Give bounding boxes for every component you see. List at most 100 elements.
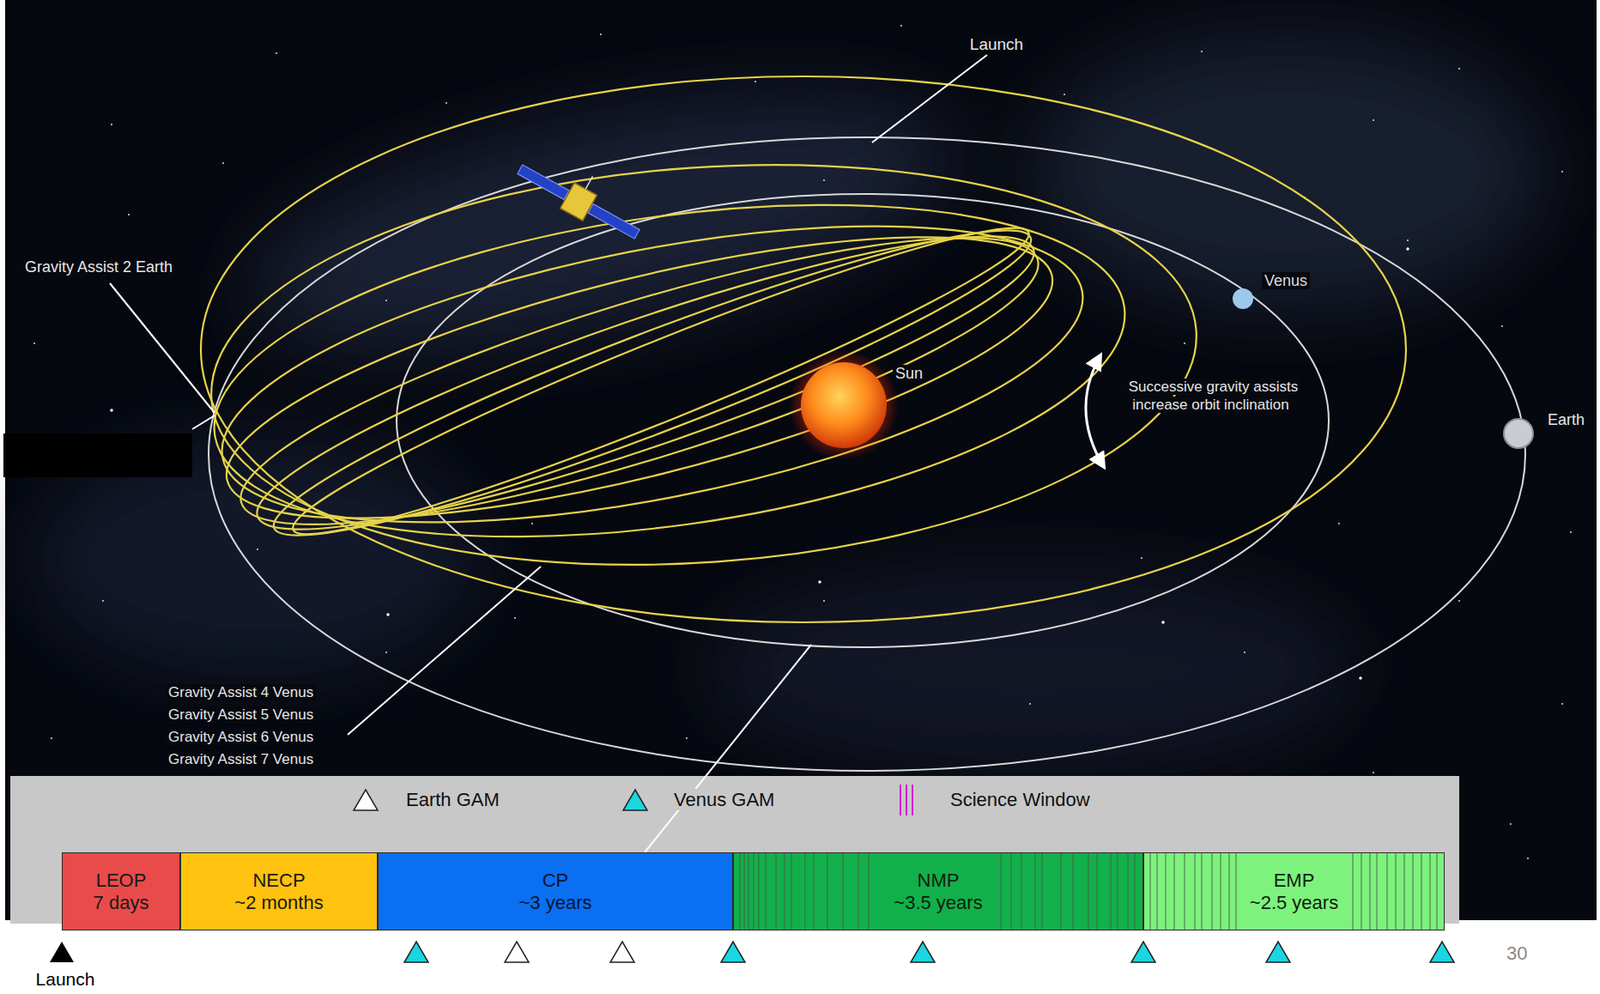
legend-text: Earth GAM — [403, 788, 503, 811]
venus-gam-marker — [404, 941, 429, 963]
spacecraft — [513, 143, 652, 247]
nebula-cloud — [1030, 34, 1546, 310]
phase-duration: ~2 months — [234, 891, 323, 915]
label-holder: Launch — [967, 34, 1026, 55]
sun — [800, 362, 887, 449]
leader-line — [109, 283, 215, 413]
leader-line — [192, 415, 215, 430]
band-fill — [61, 852, 181, 931]
orbit-path — [197, 133, 1210, 596]
spacecraft-body — [560, 182, 598, 221]
earth-planet — [1503, 418, 1534, 449]
redaction-box — [3, 433, 193, 478]
band-fill — [733, 852, 1144, 931]
venus-orbit — [396, 193, 1329, 648]
phase-duration: ~3 years — [519, 891, 593, 915]
callout-label: Gravity Assist 6 Venus — [165, 728, 316, 746]
legend-text: Venus GAM — [671, 788, 777, 811]
label-holder: 30 — [1503, 941, 1530, 966]
legend-text: Science Window — [947, 788, 1093, 811]
inclination-arrow — [1085, 355, 1104, 467]
solar-panel — [517, 164, 570, 200]
label-holder: Gravity Assist 5 Venus — [165, 705, 316, 724]
callout-label: Gravity Assist 5 Venus — [165, 706, 316, 723]
antenna — [585, 175, 593, 189]
venus-gam-marker — [1266, 941, 1291, 963]
band-fill — [377, 852, 734, 931]
callout-label: Gravity Assist 4 Venus — [165, 684, 316, 701]
callout-label: Gravity Assist 2 Earth — [22, 258, 176, 276]
phase-duration: 7 days — [93, 891, 150, 915]
leader-label: Launch — [967, 35, 1026, 54]
leader-line — [644, 644, 812, 853]
venus-gam-marker — [1430, 941, 1455, 963]
star-field — [34, 25, 1571, 859]
earth-gam-marker — [504, 941, 529, 963]
orbit-path — [199, 168, 1107, 580]
phase-name: CP — [542, 869, 570, 892]
nebula — [34, 34, 1546, 773]
nebula-cloud — [226, 47, 976, 399]
planet-label: Venus — [1261, 272, 1310, 290]
label-holder: Gravity Assist 2 Earth — [22, 257, 176, 278]
phase-band: EMP~2.5 years — [1143, 852, 1445, 931]
timeline-label: Launch — [33, 969, 98, 989]
page-number: 30 — [1503, 942, 1530, 964]
label-holder: Gravity Assist 7 Venus — [165, 750, 316, 769]
label-holder: Earth — [1545, 410, 1588, 431]
nebula-cloud — [703, 566, 1357, 773]
band-fill — [1143, 852, 1445, 931]
phase-name: NMP — [917, 869, 960, 892]
earth-gam-marker — [610, 941, 635, 963]
venus-planet — [1232, 288, 1254, 310]
earth-orbit — [208, 137, 1526, 771]
orbit-path — [256, 191, 1049, 576]
leader-line — [872, 54, 988, 143]
phase-name: LEOP — [96, 869, 147, 892]
label-holder: Gravity Assist 4 Venus — [165, 683, 316, 702]
solar-panel — [587, 204, 640, 240]
phase-name: NECP — [252, 869, 305, 892]
band-fill — [180, 852, 378, 931]
legend-entry: Science Window — [947, 787, 1093, 812]
phase-band: CP~3 years — [377, 852, 734, 931]
launch-marker — [49, 941, 74, 963]
label-holder: Sun — [892, 363, 926, 384]
note-text: Successive gravity assists increase orbi… — [1126, 378, 1298, 413]
phase-band: NECP~2 months — [180, 852, 378, 931]
science-windows — [739, 853, 1437, 930]
sun-glow — [788, 350, 899, 461]
legend-entry: Venus GAM — [671, 787, 777, 812]
phase-band: LEOP7 days — [61, 852, 181, 931]
science-window-symbol — [900, 784, 913, 816]
callout-label: Gravity Assist 7 Venus — [165, 751, 316, 768]
venus-gam-symbol — [623, 789, 648, 811]
venus-gam-marker — [1131, 941, 1156, 963]
orbit-path — [193, 153, 1146, 588]
phase-band: NMP~3.5 years — [733, 852, 1144, 931]
orbit-path — [278, 195, 1043, 566]
label-holder: Gravity Assist 6 Venus — [165, 727, 316, 746]
label-holder: Venus — [1261, 271, 1310, 291]
leader-line — [347, 566, 541, 735]
orbit-path — [218, 183, 1061, 579]
orbit-path — [203, 179, 1076, 577]
phase-name: EMP — [1273, 869, 1316, 892]
earth-gam-symbol — [353, 789, 378, 811]
venus-gam-marker — [721, 941, 746, 963]
phase-duration: ~3.5 years — [893, 891, 982, 915]
label-holder: Launch — [33, 968, 98, 991]
orbit-path — [200, 76, 1407, 623]
label-holder: Successive gravity assists increase orbi… — [1109, 377, 1316, 414]
legend-entry: Earth GAM — [403, 787, 503, 812]
star-label: Sun — [892, 364, 926, 382]
planet-label: Earth — [1545, 411, 1588, 429]
venus-gam-marker — [910, 941, 935, 963]
spacecraft-orbits — [193, 76, 1407, 623]
orbit-path — [236, 188, 1055, 576]
phase-duration: ~2.5 years — [1249, 891, 1339, 915]
